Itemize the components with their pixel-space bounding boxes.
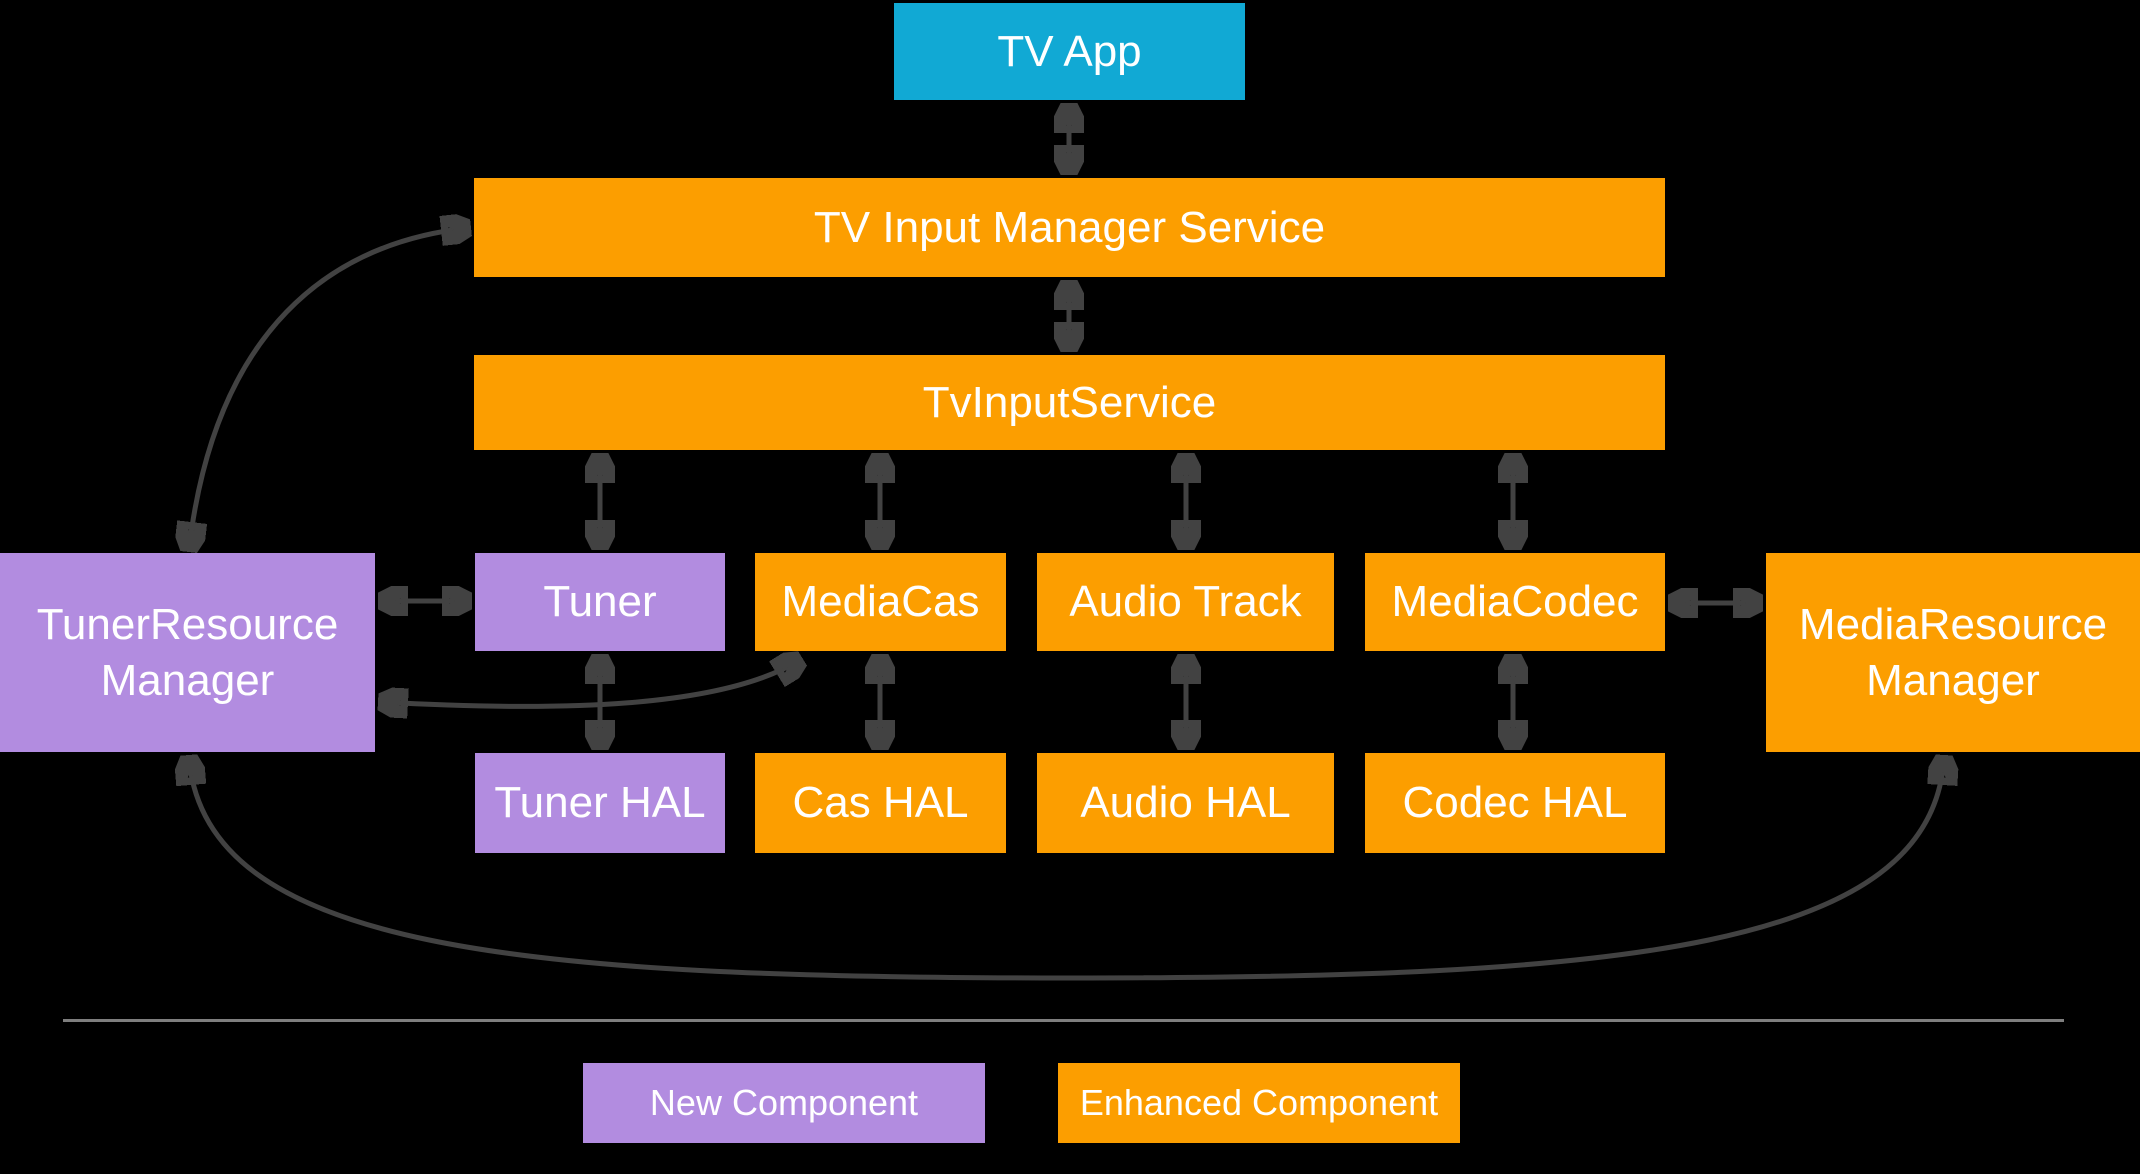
node-audio-track: Audio Track xyxy=(1037,553,1334,651)
node-audio-hal: Audio HAL xyxy=(1037,753,1334,853)
node-codec-hal: Codec HAL xyxy=(1365,753,1665,853)
node-tv-input-manager-service: TV Input Manager Service xyxy=(474,178,1665,277)
legend-enhanced-component: Enhanced Component xyxy=(1058,1063,1460,1143)
node-tuner: Tuner xyxy=(475,553,725,651)
node-tuner-resource-manager: TunerResource Manager xyxy=(0,553,375,752)
node-media-cas: MediaCas xyxy=(755,553,1006,651)
arrow-trm-tvims-curve xyxy=(189,228,468,549)
node-tuner-hal: Tuner HAL xyxy=(475,753,725,853)
node-tv-app: TV App xyxy=(894,3,1245,100)
arrow-trm-mediacas-curve xyxy=(381,660,800,706)
node-media-resource-manager: MediaResource Manager xyxy=(1766,553,2140,752)
node-cas-hal: Cas HAL xyxy=(755,753,1006,853)
node-media-codec: MediaCodec xyxy=(1365,553,1665,651)
node-tv-input-service: TvInputService xyxy=(474,355,1665,450)
legend-divider xyxy=(63,1019,2064,1022)
legend-new-component: New Component xyxy=(583,1063,985,1143)
